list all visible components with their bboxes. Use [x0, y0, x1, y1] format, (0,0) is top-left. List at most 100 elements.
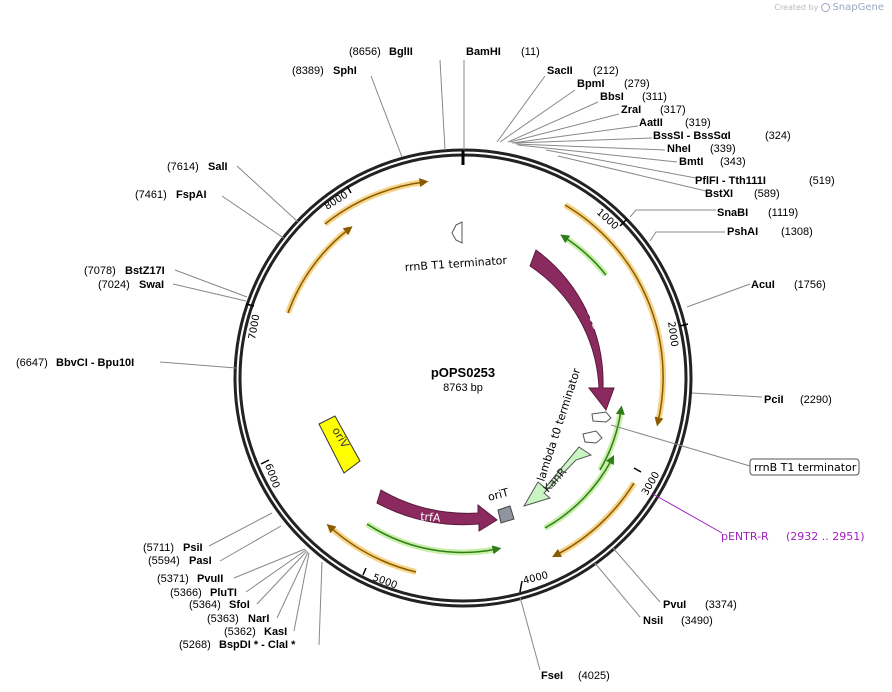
site-pos-sfoi: (5364) — [189, 599, 221, 611]
site-name-bstz17i: BstZ17I — [125, 265, 165, 277]
tick-3000 — [633, 467, 642, 473]
leader-pvui — [612, 547, 661, 603]
site-pos-kasi: (5362) — [224, 626, 256, 638]
leader-kasi — [293, 552, 310, 632]
trfA-label: trfA — [420, 510, 442, 525]
site-name-bbsi: BbsI — [600, 91, 624, 103]
leader-bbvci — [159, 361, 237, 369]
site-pos-bpmi: (279) — [624, 78, 650, 90]
leader-pflfi — [545, 149, 697, 179]
site-pos-bstxi: (589) — [754, 188, 780, 200]
site-labels: (8656) BglII BamHI (11) (8389) SphI SacI… — [16, 46, 835, 682]
leader-nhei — [515, 143, 666, 151]
site-name-snabi: SnaBI — [717, 207, 748, 219]
site-name-bmti: BmtI — [679, 156, 703, 168]
site-pos-fspai: (7461) — [135, 189, 167, 201]
leader-bsssi — [513, 137, 653, 144]
primer-name: pENTR-R — [721, 530, 769, 543]
site-pos-zrai: (317) — [660, 104, 686, 116]
tick-1000 — [619, 218, 628, 227]
leader-bglii — [439, 59, 446, 151]
site-pos-swai: (7024) — [98, 279, 130, 291]
snapgene-credit: Created by SnapGene — [774, 2, 884, 13]
site-pos-pflfi: (519) — [809, 175, 835, 187]
leader-sacii — [496, 75, 546, 143]
callout-leader — [610, 424, 751, 467]
leader-aatii — [511, 125, 639, 144]
site-name-fspai: FspAI — [176, 189, 207, 201]
gus-arrow — [529, 249, 615, 412]
arc-orange-2 — [554, 481, 637, 558]
leader-bmti — [517, 144, 678, 163]
tick-2000 — [679, 323, 689, 327]
oriT-box — [497, 505, 515, 524]
leader-psii — [208, 512, 273, 547]
site-pos-aatii: (319) — [685, 117, 711, 129]
site-name-pasi: PasI — [189, 555, 212, 567]
arc-green-2-line — [599, 405, 625, 471]
site-name-pcii: PciI — [764, 394, 784, 406]
site-name-kasi: KasI — [264, 626, 287, 638]
site-name-bstxi: BstXI — [705, 188, 733, 200]
site-name-sphi: SphI — [333, 65, 357, 77]
oriT-label: oriT — [486, 486, 510, 504]
leader-fspai — [221, 195, 286, 240]
site-name-psii: PsiI — [183, 542, 203, 554]
site-name-sali: SalI — [208, 161, 228, 173]
site-pos-sacii: (212) — [593, 65, 619, 77]
leader-fsei — [519, 596, 541, 671]
rrnb-callout-label: rrnB T1 terminator — [754, 461, 857, 474]
leader-snabi — [629, 209, 716, 218]
brand-name: SnapGene — [832, 2, 884, 13]
tick-5000 — [362, 567, 367, 576]
site-leaders — [159, 59, 763, 671]
site-pos-bglii: (8656) — [349, 46, 381, 58]
site-name-zrai: ZraI — [621, 104, 641, 116]
arc-orange-2-line — [552, 482, 635, 558]
site-name-sacii: SacII — [547, 65, 573, 77]
site-name-acui: AcuI — [751, 279, 775, 291]
site-name-nhei: NheI — [667, 143, 691, 155]
terminator-top-icon — [451, 221, 463, 244]
site-name-nsii: NsiI — [643, 615, 663, 627]
site-name-nari: NarI — [248, 613, 269, 625]
leader-nsii — [593, 561, 641, 618]
site-pos-sphi: (8389) — [292, 65, 324, 77]
leader-bpmi — [499, 89, 576, 143]
plasmid-size: 8763 bp — [443, 382, 483, 394]
site-pos-acui: (1756) — [794, 279, 826, 291]
site-name-bamhi: BamHI — [466, 46, 501, 58]
site-name-bbvci: BbvCI - Bpu10I — [56, 357, 134, 369]
site-pos-nhei: (339) — [710, 143, 736, 155]
site-pos-bamhi: (11) — [521, 46, 540, 58]
leader-bstxi — [557, 155, 707, 192]
arc-green-4-line — [366, 523, 502, 555]
leader-pcii — [691, 392, 763, 398]
rrnb-callout-box[interactable] — [749, 458, 860, 476]
site-name-sfoi: SfoI — [229, 599, 250, 611]
created-by-text: Created by — [774, 3, 819, 12]
site-name-bpmi: BpmI — [577, 78, 605, 90]
site-pos-nsii: (3490) — [681, 615, 713, 627]
terminator-right-icon-2 — [582, 430, 603, 444]
leader-pasi — [219, 525, 282, 562]
leader-pluti — [245, 549, 307, 593]
tick-6000 — [260, 459, 270, 465]
tick-label-2000: 2000 — [665, 321, 679, 348]
site-pos-nari: (5363) — [207, 613, 239, 625]
site-pos-bbsi: (311) — [642, 91, 667, 103]
site-name-aatii: AatII — [639, 117, 663, 129]
arc-green-4 — [365, 521, 498, 556]
oriV-box — [318, 415, 361, 474]
site-pos-bstz17i: (7078) — [84, 265, 116, 277]
tick-7000 — [245, 303, 255, 307]
plasmid-name: pOPS0253 — [431, 365, 495, 380]
tick-8000 — [346, 185, 352, 194]
leader-bspdi — [318, 561, 323, 646]
primer-range: (2932 .. 2951) — [786, 530, 865, 543]
site-name-pvuii: PvuII — [197, 573, 223, 585]
green-arcs — [365, 234, 625, 556]
primer-leader — [652, 493, 723, 534]
snapgene-logo-icon — [820, 3, 830, 12]
leader-sali — [236, 165, 299, 223]
